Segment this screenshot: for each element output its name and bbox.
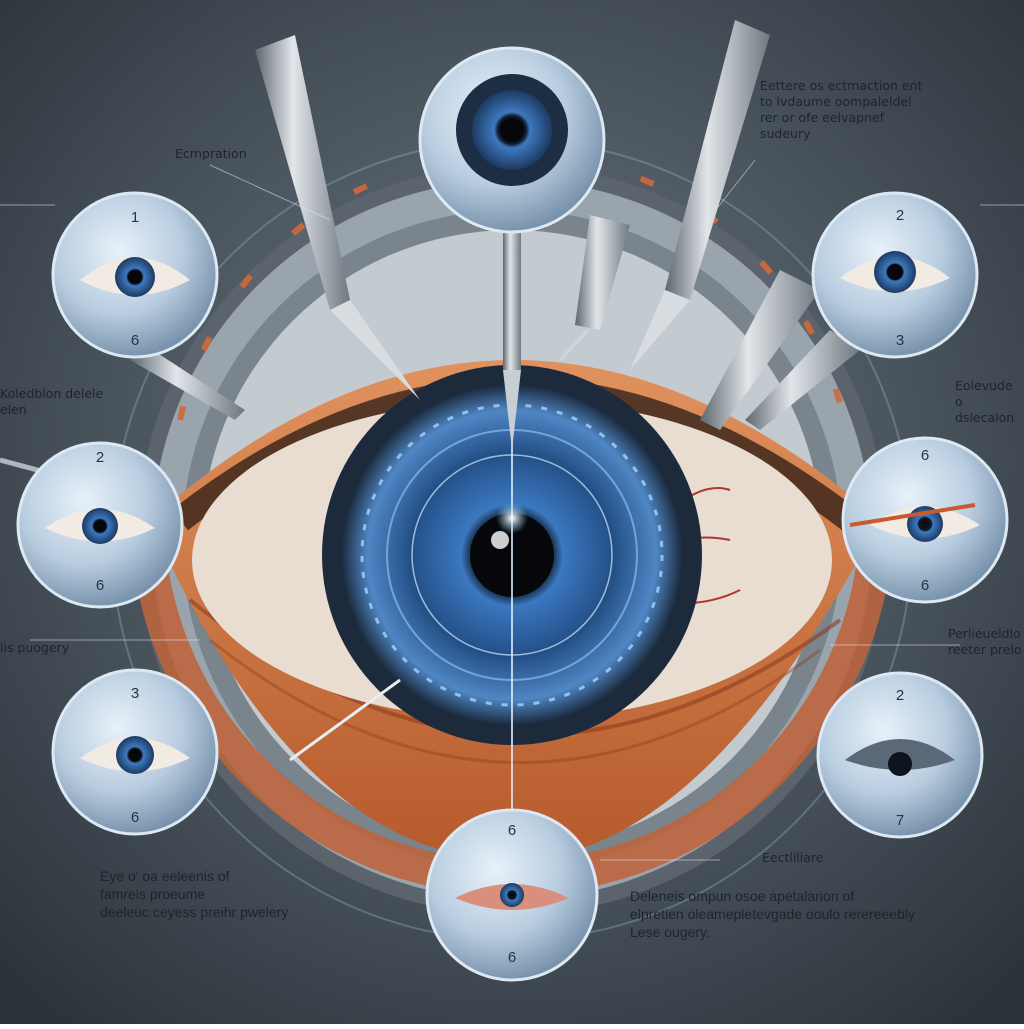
annotation-right-upper: Eolevude o dslecalon [955,378,1015,425]
eyeball [192,250,832,860]
panel-number: 6 [131,332,139,349]
panel-number: 2 [896,207,904,224]
panel-right-1: 2 3 [811,191,979,359]
panel-number: 6 [131,809,139,826]
annotation-top-left: Ecmpration [175,146,247,161]
panel-number: 2 [896,687,904,704]
leader-lines [0,159,1024,861]
panel-right-3: 2 7 [816,671,984,839]
panel-number: 6 [921,447,929,464]
panel-right-2: 6 6 [841,436,1009,604]
panel-number: 3 [131,685,139,702]
annotation-bottom-center-small: Eectliliare [762,850,824,865]
panel-left-2: 2 6 [16,441,184,609]
probe-handle [665,20,770,300]
panel-bottom: 6 6 [425,808,599,982]
annotation-top-right: Eettere os ectmaction ent to lvdaume oom… [760,78,923,141]
annotation-bottom-left: Eye o' oa eeleenis of famreis proeume de… [100,868,289,920]
annotation-left-middle: lis puogery [0,640,70,655]
annotation-bottom-center: Deleneis ompun osoe apetalarion of elpre… [630,888,915,940]
panel-top [418,46,606,234]
panel-number: 6 [921,577,929,594]
panel-left-1: 1 6 [51,191,219,359]
panel-number: 6 [508,949,516,966]
panel-number: 7 [896,812,904,829]
panel-number: 6 [96,577,104,594]
annotation-left-upper: Koledblon delele elen [0,386,104,417]
panel-left-3: 3 6 [51,668,219,836]
panel-number: 2 [96,449,104,466]
laser-tip [503,230,521,370]
panel-number: 6 [508,822,516,839]
panel-number: 3 [896,332,904,349]
panel-number: 1 [131,209,139,226]
scalpel-handle [255,35,350,310]
annotation-right-middle: Perlieueldlo reeter prelo [948,626,1022,657]
